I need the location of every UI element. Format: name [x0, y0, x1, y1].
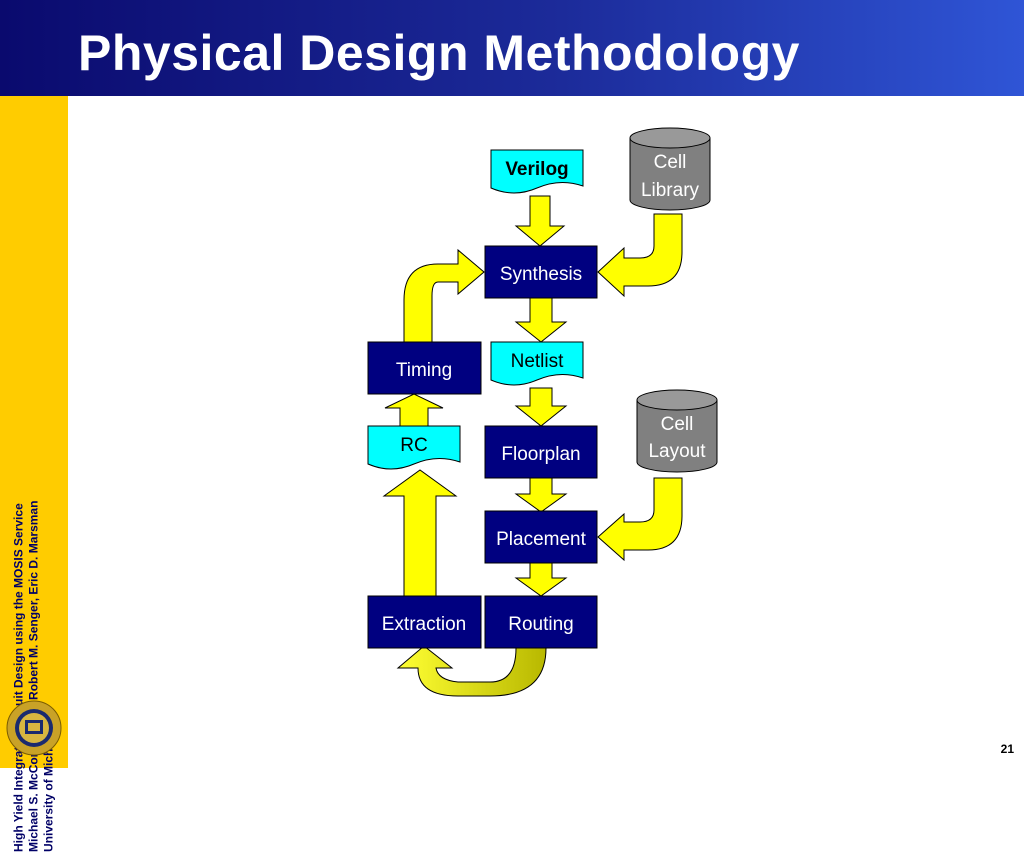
cell-layout-node: Cell Layout: [636, 389, 718, 473]
rc-node: RC: [367, 425, 461, 470]
synthesis-label: Synthesis: [500, 264, 582, 285]
cell-library-label-line2: Library: [641, 180, 700, 201]
arrow-routing-to-extraction: [396, 645, 547, 697]
placement-node: Placement: [484, 510, 598, 564]
timing-label: Timing: [396, 360, 452, 381]
floorplan-label: Floorplan: [501, 444, 580, 465]
routing-node: Routing: [484, 595, 598, 649]
arrow-synthesis-to-netlist: [514, 297, 568, 343]
extraction-node: Extraction: [367, 595, 482, 649]
netlist-node: Netlist: [490, 341, 584, 386]
cell-layout-label-line2: Layout: [648, 441, 706, 462]
design-flow-diagram: Verilog Cell Library Synthesis Netlist T…: [367, 127, 718, 697]
synthesis-node: Synthesis: [484, 245, 598, 299]
arrow-extraction-to-rc: [382, 469, 458, 597]
placement-label: Placement: [496, 529, 586, 550]
arrow-rc-to-timing: [384, 393, 444, 427]
slide-title: Physical Design Methodology: [78, 25, 800, 81]
title-bar: Physical Design Methodology: [0, 0, 1024, 96]
cell-library-node: Cell Library: [629, 127, 711, 211]
netlist-label: Netlist: [511, 351, 565, 372]
cell-library-label-line1: Cell: [654, 152, 687, 173]
verilog-label: Verilog: [505, 159, 568, 180]
page-number: 21: [1000, 742, 1014, 756]
arrow-cell-layout-to-placement: [597, 477, 683, 562]
arrow-netlist-to-floorplan: [514, 387, 568, 427]
university-seal-icon: [6, 700, 62, 756]
arrow-cell-library-to-synthesis: [597, 213, 683, 298]
cell-layout-label-line1: Cell: [661, 414, 694, 435]
arrow-floorplan-to-placement: [514, 477, 568, 513]
arrow-timing-to-synthesis: [403, 248, 485, 343]
routing-label: Routing: [508, 614, 574, 635]
floorplan-node: Floorplan: [484, 425, 598, 479]
arrow-placement-to-routing: [514, 562, 568, 597]
sidebar: [0, 96, 68, 768]
extraction-label: Extraction: [382, 614, 466, 635]
arrow-verilog-to-synthesis: [514, 195, 566, 247]
verilog-node: Verilog: [490, 149, 584, 194]
timing-node: Timing: [367, 341, 482, 395]
rc-label: RC: [400, 435, 427, 456]
